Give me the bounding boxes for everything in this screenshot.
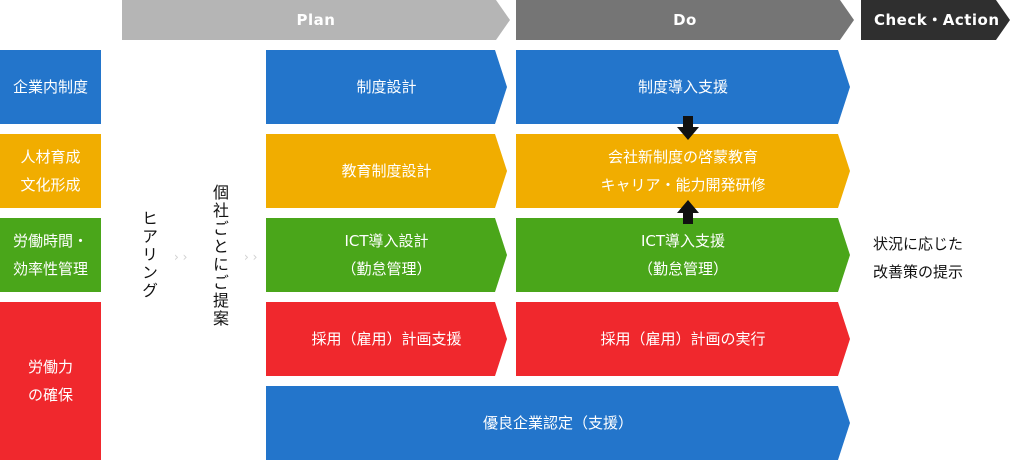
black-arrow-up-icon: [677, 200, 699, 224]
category-labor-force: 労働力 の確保: [0, 302, 101, 460]
do-phase-label: Do: [673, 11, 697, 29]
plan-recruit-support: 採用（雇用）計画支援: [266, 302, 507, 376]
category-company-system: 企業内制度: [0, 50, 101, 124]
category-work-time-management: 労働時間・ 効率性管理: [0, 218, 101, 292]
do-phase-header: Do: [516, 0, 854, 40]
plan-phase-label: Plan: [296, 11, 336, 29]
plan-education-design: 教育制度設計: [266, 134, 507, 208]
proposal-vertical-text: 個社ごとにご提案: [210, 184, 229, 328]
black-arrow-down-icon: [677, 116, 699, 140]
category-hr-development: 人材育成 文化形成: [0, 134, 101, 208]
do-education-program: 会社新制度の啓蒙教育 キャリア・能力開発研修: [516, 134, 850, 208]
hearing-vertical-text: ヒアリング: [139, 210, 158, 300]
improvement-suggestion-text: 状況に応じた 改善策の提示: [873, 235, 964, 281]
do-recruit-execution: 採用（雇用）計画の実行: [516, 302, 850, 376]
do-ict-support: ICT導入支援 （勤怠管理）: [516, 218, 850, 292]
plan-system-design: 制度設計: [266, 50, 507, 124]
check-action-phase-label: Check・Action: [874, 11, 1000, 29]
plan-ict-design: ICT導入設計 （勤怠管理）: [266, 218, 507, 292]
faint-separator-dots-2: › ›: [244, 250, 258, 264]
faint-separator-dots: › ›: [174, 250, 188, 264]
check-action-phase-header: Check・Action: [861, 0, 1010, 40]
plan-phase-header: Plan: [122, 0, 510, 40]
do-system-support: 制度導入支援: [516, 50, 850, 124]
excellent-company-certification: 優良企業認定（支援）: [266, 386, 850, 460]
